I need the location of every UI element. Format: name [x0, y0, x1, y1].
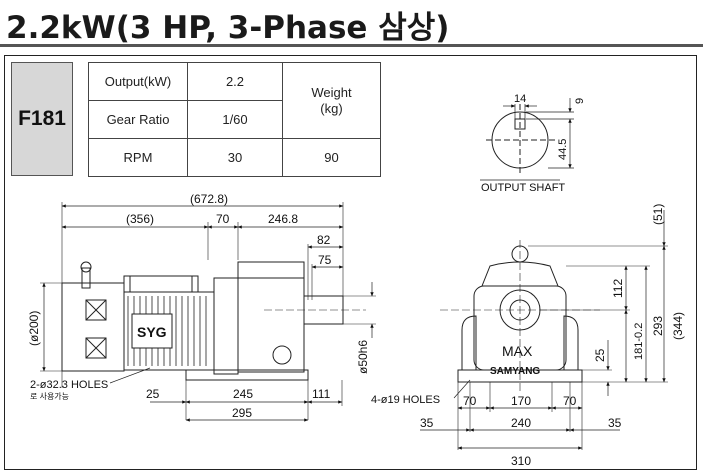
- motor-nameplate: [131, 313, 173, 349]
- dim-240: 240: [511, 416, 531, 430]
- title-rule: [0, 44, 703, 47]
- weight-label: Weight (kg): [282, 62, 381, 139]
- dim-shaft-dia: ø50h6: [356, 340, 370, 374]
- dim-295: 295: [232, 406, 252, 420]
- dim-35a: 35: [420, 416, 434, 430]
- dim-170: 170: [511, 394, 531, 408]
- ratio-value: 1/60: [187, 100, 283, 139]
- shaft-dim-width: 14: [514, 93, 526, 105]
- dim-310: 310: [511, 454, 531, 468]
- motor-flange: [213, 277, 239, 375]
- spec-table: Output(kW) 2.2 Weight (kg) Gear Ratio 1/…: [88, 62, 381, 177]
- dim-51: (51): [651, 204, 665, 225]
- rpm-value: 30: [187, 138, 283, 177]
- dim-82: 82: [317, 233, 331, 247]
- front-label-max: MAX: [502, 343, 533, 359]
- dim-70b: 70: [563, 394, 577, 408]
- side-holes-note: 로 사용가능: [30, 392, 69, 401]
- weight-value: 90: [282, 138, 381, 177]
- dim-111: 111: [312, 387, 331, 401]
- brand-logo: SYG: [137, 324, 167, 340]
- front-base: [457, 369, 583, 383]
- dim-25-front: 25: [593, 348, 607, 362]
- dim-overall: (672.8): [190, 192, 228, 206]
- vent-box-2: [85, 337, 107, 359]
- dim-75: 75: [318, 253, 332, 267]
- dim-181: 181-0.2: [633, 323, 645, 360]
- vent-box-1: [85, 299, 107, 321]
- page-title: 2.2kW(3 HP, 3-Phase 삼상): [6, 10, 450, 46]
- front-view: [420, 210, 668, 450]
- ratio-label: Gear Ratio: [88, 100, 188, 139]
- lifting-bolt: [81, 267, 91, 289]
- side-view: [40, 202, 376, 422]
- dim-35b: 35: [608, 416, 622, 430]
- shaft-dim-top: 9: [574, 98, 586, 104]
- output-shaft-view: [480, 98, 574, 181]
- front-holes-label: 4-ø19 HOLES: [371, 394, 440, 406]
- dim-293: 293: [651, 316, 665, 336]
- dim-344: (344): [671, 312, 685, 340]
- side-holes-label: 2-ø32.3 HOLES: [30, 379, 108, 391]
- dim-motor-len: (356): [126, 212, 154, 226]
- terminal-box: [123, 275, 199, 293]
- rpm-label: RPM: [88, 138, 188, 177]
- dim-246: 246.8: [268, 212, 298, 226]
- dim-112: 112: [611, 279, 625, 298]
- shaft-dim-height: 44.5: [557, 139, 569, 160]
- dim-25: 25: [146, 387, 160, 401]
- dim-dia200: (ø200): [27, 311, 41, 346]
- front-label-brand: SAMYANG: [490, 366, 540, 377]
- model-number: F181: [11, 62, 73, 176]
- dim-70: 70: [216, 212, 230, 226]
- gear-case-top: [481, 261, 559, 287]
- base-foot: [185, 369, 309, 381]
- dim-70a: 70: [463, 394, 477, 408]
- shaft-caption: OUTPUT SHAFT: [481, 182, 565, 194]
- drawing-frame: [4, 55, 697, 470]
- dim-245: 245: [233, 387, 253, 401]
